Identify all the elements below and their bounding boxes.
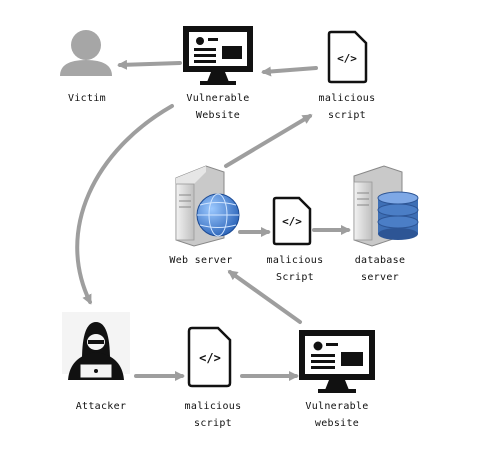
node-label-malicious-script-mid: malicious Script xyxy=(266,255,324,283)
hacker-hooded-icon xyxy=(62,312,130,380)
node-label-web-server: Web server xyxy=(169,255,233,266)
script-file-icon: </> xyxy=(327,30,368,84)
edge-vuln-site-top-to-attacker xyxy=(75,104,174,305)
node-label-vulnerable-website-top: Vulnerable Website xyxy=(186,93,250,121)
script-file-icon: </> xyxy=(272,196,312,246)
svg-text:</>: </> xyxy=(337,52,357,65)
arrows xyxy=(75,59,351,381)
edge-vuln-site-top-to-victim xyxy=(117,59,182,70)
node-label-malicious-script-top: malicious script xyxy=(318,93,376,121)
edge-vuln-site-bottom-to-web-server xyxy=(227,270,302,324)
node-label-attacker: Attacker xyxy=(75,401,127,412)
edge-script-top-to-vuln-site-top xyxy=(261,66,318,77)
person-icon xyxy=(60,30,112,76)
script-file-icon: </> xyxy=(187,326,232,388)
node-label-vulnerable-website-bottom: Vulnerable website xyxy=(305,401,369,429)
svg-text:</>: </> xyxy=(282,215,302,228)
node-label-victim: Victim xyxy=(68,93,106,104)
node-label-database-server: database server xyxy=(354,255,406,283)
database-server-icon xyxy=(353,165,419,247)
edge-web-server-to-script-top xyxy=(224,114,313,168)
monitor-webpage-icon xyxy=(183,26,253,85)
monitor-webpage-icon xyxy=(299,330,375,393)
web-server-globe-icon xyxy=(175,165,240,247)
svg-text:</>: </> xyxy=(199,351,221,365)
node-label-malicious-script-bottom: malicious script xyxy=(184,401,242,429)
